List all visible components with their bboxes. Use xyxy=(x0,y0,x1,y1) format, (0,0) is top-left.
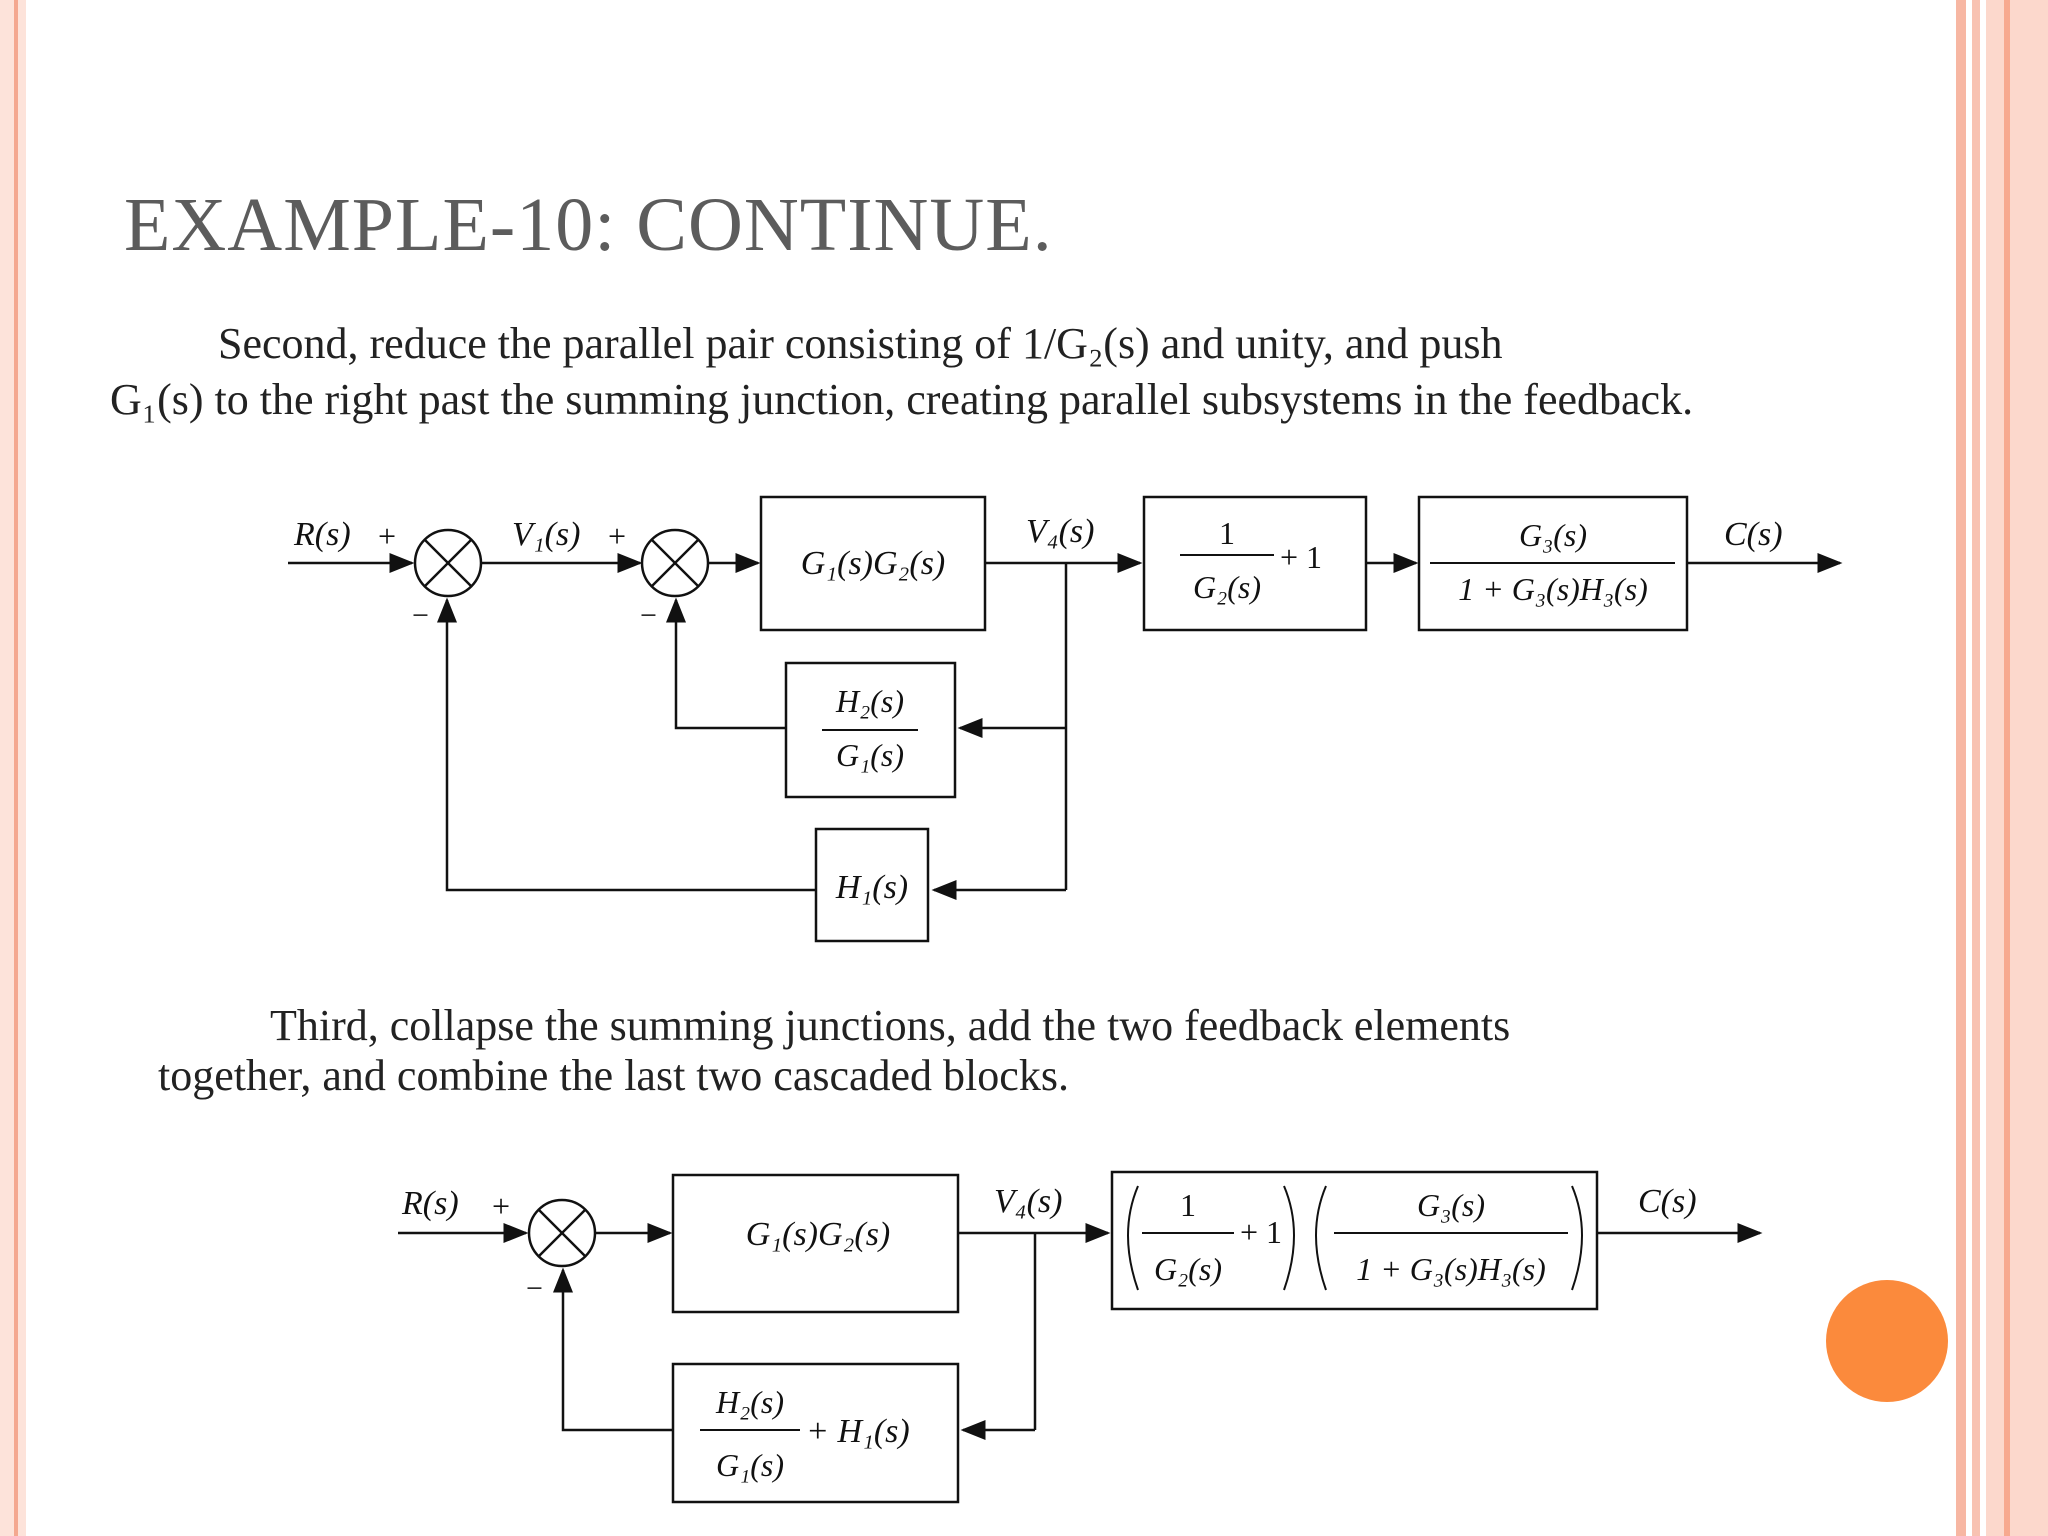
label-v4: V₄(s) xyxy=(994,1183,1062,1220)
block-forward-plus-one: + 1 xyxy=(1240,1214,1282,1250)
block-forward-denominator-2: 1 + G₃(s)H₃(s) xyxy=(1356,1251,1546,1287)
decorative-orange-circle xyxy=(1826,1280,1948,1402)
block-forward-denominator-1: G₂(s) xyxy=(1154,1251,1222,1287)
paragraph-second-line1: Second, reduce the parallel pair consist… xyxy=(218,319,1503,368)
right-border-stripe xyxy=(1956,0,1966,1536)
feedback-line-return xyxy=(561,1282,673,1432)
block-inverse-plus-one: + 1 xyxy=(1280,539,1322,575)
block-feedback-denominator: G₁(s) xyxy=(716,1447,784,1483)
label-output-c: C(s) xyxy=(1724,516,1783,553)
right-border-stripe xyxy=(1972,0,1980,1536)
block-combined-forward xyxy=(1110,1170,1599,1311)
label-plus: + xyxy=(608,518,626,554)
label-plus: + xyxy=(378,518,396,554)
label-output-c: C(s) xyxy=(1638,1183,1697,1220)
slide-title: EXAMPLE-10: CONTINUE. xyxy=(124,183,1053,267)
summing-junction-1-cross xyxy=(424,539,472,587)
left-border xyxy=(0,0,26,1536)
label-plus: + xyxy=(492,1188,510,1224)
left-border-line xyxy=(14,0,18,1536)
block-inverse-denominator: G₂(s) xyxy=(1193,569,1261,605)
block-h2-numerator: H₂(s) xyxy=(835,683,904,719)
block-feedback-numerator: H₂(s) xyxy=(715,1384,784,1420)
block-g1g2-label: G₁(s)G₂(s) xyxy=(746,1216,891,1253)
label-input-r: R(s) xyxy=(401,1185,459,1222)
feedback-line-h1-return xyxy=(445,612,816,892)
label-v4: V₄(s) xyxy=(1026,513,1094,550)
right-border-line xyxy=(2004,0,2010,1536)
summing-junction-2-cross xyxy=(651,539,699,587)
block-h1-label: H₁(s) xyxy=(835,869,908,906)
block-combined-feedback xyxy=(671,1362,960,1504)
block-closed-loop-numerator: G₃(s) xyxy=(1519,517,1587,553)
block-h2-denominator: G₁(s) xyxy=(836,737,904,773)
label-minus: − xyxy=(526,1272,543,1305)
right-border-band xyxy=(1986,0,2048,1536)
block-h1 xyxy=(814,827,930,943)
label-v1: V₁(s) xyxy=(512,516,580,553)
feedback-line-h2-return xyxy=(674,612,786,730)
block-feedback-plus-h1: + H₁(s) xyxy=(806,1413,910,1450)
block-closed-loop-denominator: 1 + G₃(s)H₃(s) xyxy=(1458,571,1648,607)
label-input-r: R(s) xyxy=(293,516,351,553)
label-minus: − xyxy=(412,599,429,632)
block-forward-numerator-1: 1 xyxy=(1180,1187,1196,1223)
paragraph-third-line2: together, and combine the last two casca… xyxy=(158,1051,1069,1100)
block-forward-numerator-2: G₃(s) xyxy=(1417,1187,1485,1223)
block-inverse-numerator: 1 xyxy=(1219,515,1235,551)
summing-junction-cross xyxy=(538,1209,586,1257)
block-h2-over-g1 xyxy=(784,661,957,799)
block-g1g2 xyxy=(671,1173,960,1314)
paragraph-third-line1: Third, collapse the summing junctions, a… xyxy=(270,1001,1511,1050)
block-g1g2-label: G₁(s)G₂(s) xyxy=(801,545,946,582)
paragraph-second-line2: G₁(s) to the right past the summing junc… xyxy=(110,375,1694,424)
label-minus: − xyxy=(640,599,657,632)
